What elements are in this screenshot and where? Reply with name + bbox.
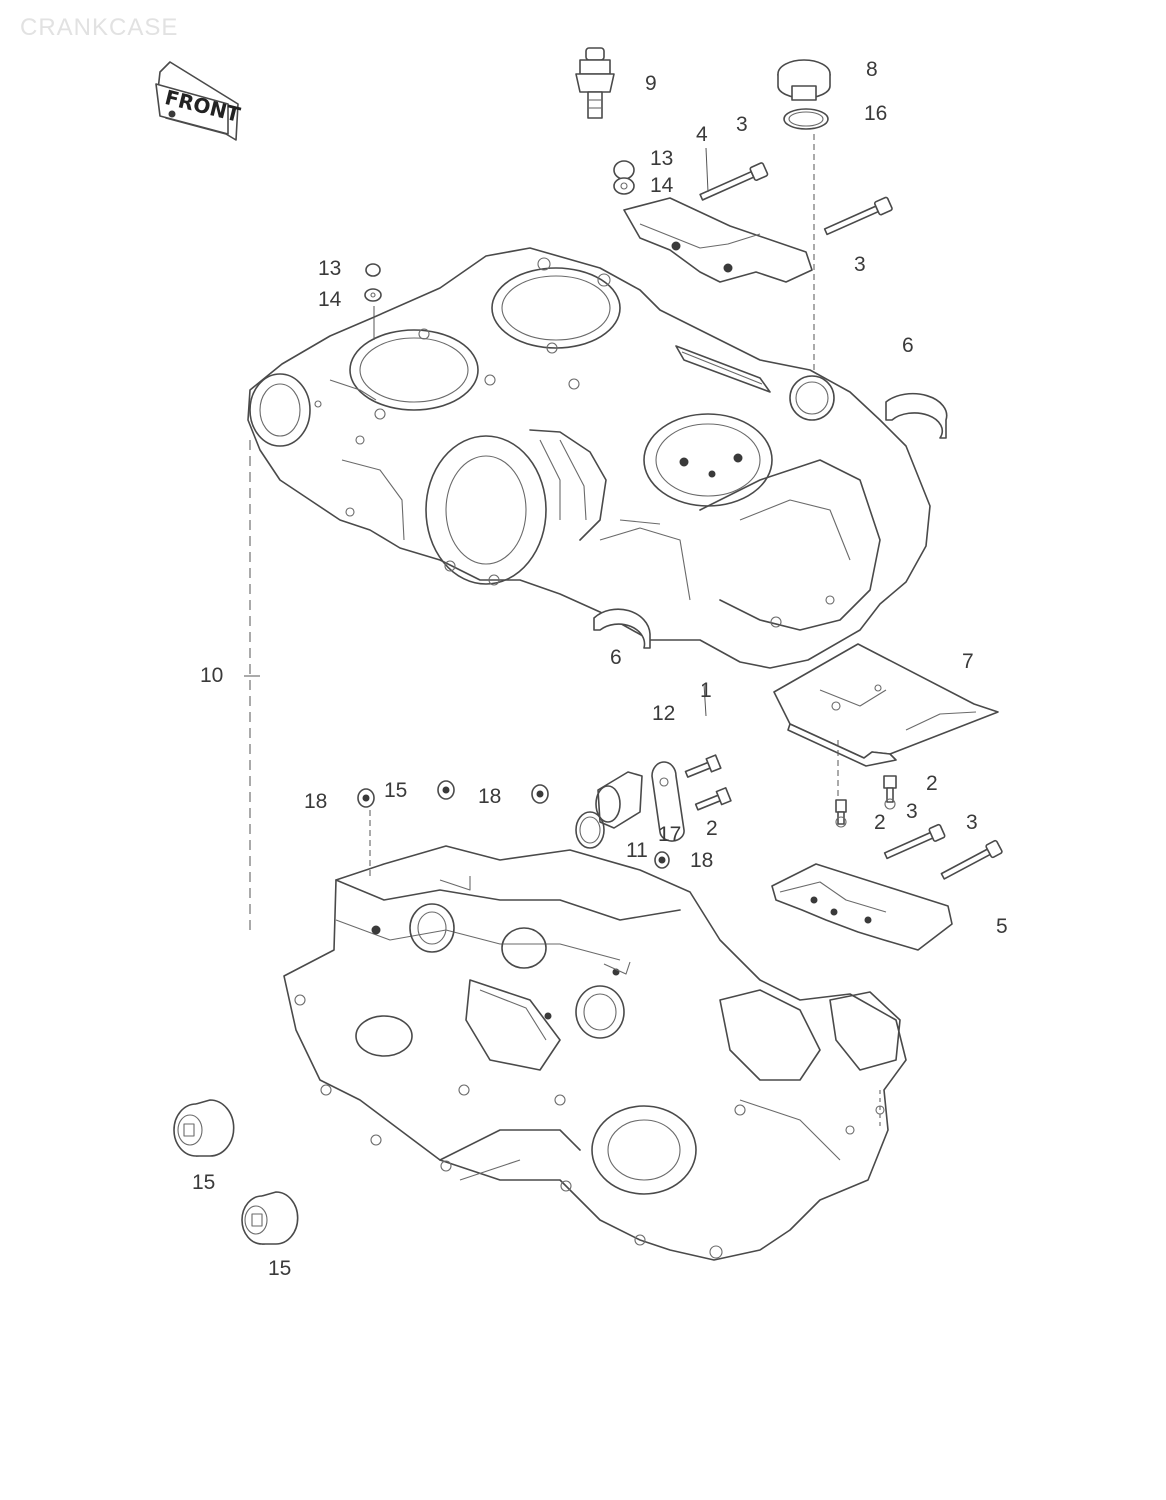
callout-18-b: 18 <box>478 785 502 808</box>
part-9-switch <box>575 47 615 119</box>
callout-1: 1 <box>700 679 712 702</box>
callout-15-c: 15 <box>268 1257 292 1280</box>
callout-10: 10 <box>200 664 224 687</box>
callout-3-top: 3 <box>736 113 748 136</box>
part-18-plug-a <box>357 788 375 808</box>
part-4-cover-plate <box>623 197 813 283</box>
leader-lines <box>244 134 881 1130</box>
part-18-plug-d <box>654 851 670 869</box>
callout-15-a: 15 <box>384 779 408 802</box>
part-2-bolts-right <box>835 775 897 828</box>
callout-17: 17 <box>658 823 682 846</box>
callout-2-right: 2 <box>926 772 938 795</box>
callout-2-left: 2 <box>706 817 718 840</box>
part-3-bolts-top <box>699 162 893 236</box>
part-12-plate <box>651 761 685 842</box>
callout-11: 11 <box>626 839 648 862</box>
part-8-plug <box>777 59 831 101</box>
callout-14-top: 14 <box>650 174 674 197</box>
callout-18-a: 18 <box>304 790 328 813</box>
part-6-bearing-insert-upper <box>885 392 948 439</box>
callout-3-mid: 3 <box>906 800 918 823</box>
callout-3-far: 3 <box>966 811 978 834</box>
callout-15-b: 15 <box>192 1171 216 1194</box>
part-17-o-ring <box>575 811 605 849</box>
part-15-bearing-upper <box>173 1099 235 1157</box>
callout-2-mid: 2 <box>874 811 886 834</box>
callout-16: 16 <box>864 102 888 125</box>
callout-6-upper: 6 <box>902 334 914 357</box>
callout-13-top: 13 <box>650 147 674 170</box>
part-15-bearing-lower <box>241 1191 299 1245</box>
callout-8: 8 <box>866 58 878 81</box>
part-15-plug-b <box>437 780 455 800</box>
callout-7: 7 <box>962 650 974 673</box>
callout-14-left: 14 <box>318 288 342 311</box>
callout-6-lower: 6 <box>610 646 622 669</box>
part-11-sleeve <box>595 771 643 829</box>
front-arrow-badge: FRONT <box>155 61 243 141</box>
callout-5: 5 <box>996 915 1008 938</box>
lower-crankcase <box>283 845 907 1261</box>
callout-4: 4 <box>696 123 708 146</box>
callout-9: 9 <box>645 72 657 95</box>
part-5-bearing-cap <box>771 863 953 951</box>
part-7-baffle-plate <box>773 643 999 767</box>
callout-3-right: 3 <box>854 253 866 276</box>
part-13-14-nut-top <box>613 160 635 195</box>
part-6-bearing-insert-lower <box>593 608 651 649</box>
part-16-o-ring <box>783 108 829 130</box>
part-13-14-nut-left <box>364 263 382 302</box>
upper-crankcase <box>247 247 931 669</box>
part-3-bolts-lower <box>883 823 1003 880</box>
callout-13-left: 13 <box>318 257 342 280</box>
callout-18-c: 18 <box>690 849 714 872</box>
part-2-bolts-mid <box>684 754 732 811</box>
part-18-plug-c <box>531 784 549 804</box>
diagram-title: CRANKCASE <box>20 14 179 41</box>
callout-12: 12 <box>652 702 676 725</box>
